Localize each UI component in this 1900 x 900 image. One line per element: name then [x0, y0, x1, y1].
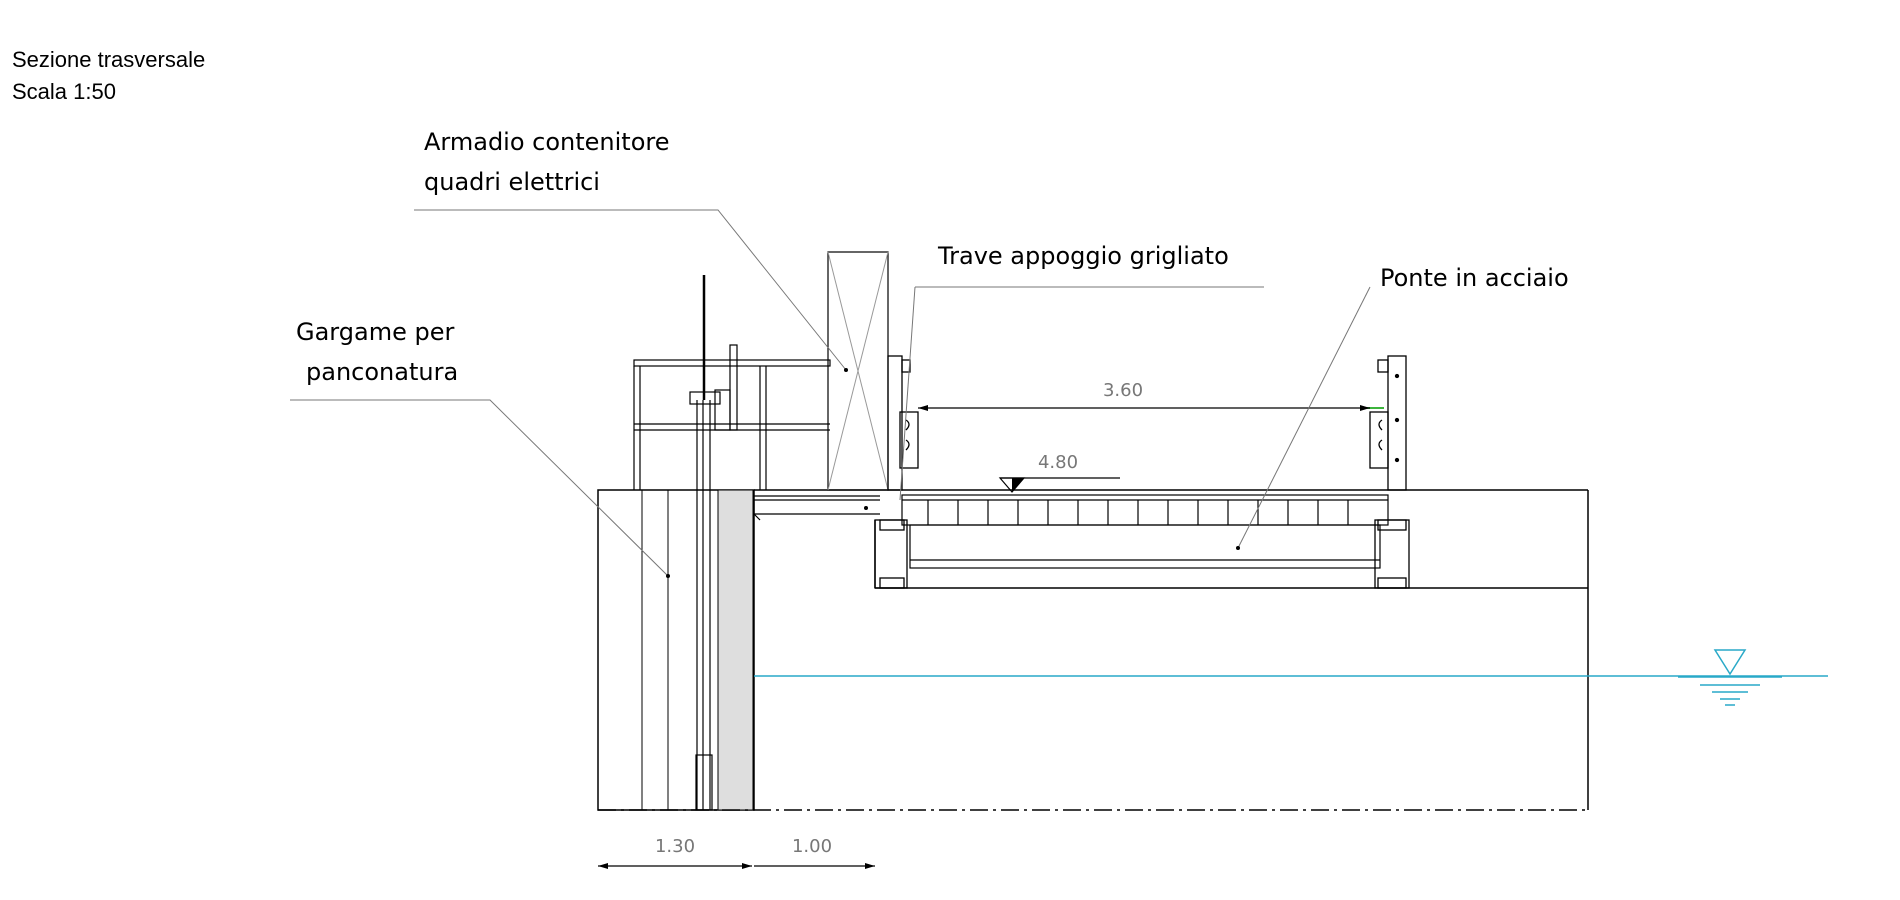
leader-lines [290, 209, 1371, 577]
beam-label: Trave appoggio grigliato [937, 242, 1229, 270]
left-abutment [874, 355, 919, 589]
level-marker [998, 477, 1120, 493]
left-width-label: 1.30 [655, 836, 695, 857]
groove-label-line2: panconatura [306, 358, 458, 386]
bridge-label: Ponte in acciaio [1380, 264, 1569, 292]
right-structure [754, 489, 1589, 810]
cabinet-label-line2: quadri elettrici [424, 168, 600, 196]
right-width-label: 1.00 [792, 836, 832, 857]
cabinet-label-line1: Armadio contenitore [424, 128, 670, 156]
right-abutment [1369, 355, 1410, 589]
gray-shaded-section [717, 489, 754, 811]
water-level-icon [1678, 649, 1782, 706]
title-block: Sezione trasversale Scala 1:50 [12, 44, 205, 108]
left-railing [633, 359, 880, 521]
groove-label-line1: Gargame per [296, 318, 454, 346]
section-title: Sezione trasversale [12, 47, 206, 72]
scale-label: Scala 1:50 [12, 79, 116, 104]
span-dimension-label: 3.60 [1103, 380, 1143, 401]
leader-dots [666, 368, 1240, 578]
grating-bars [927, 500, 1349, 525]
steel-bridge-deck [901, 494, 1389, 569]
level-dimension-label: 4.80 [1038, 452, 1078, 473]
electrical-cabinet [827, 251, 889, 491]
